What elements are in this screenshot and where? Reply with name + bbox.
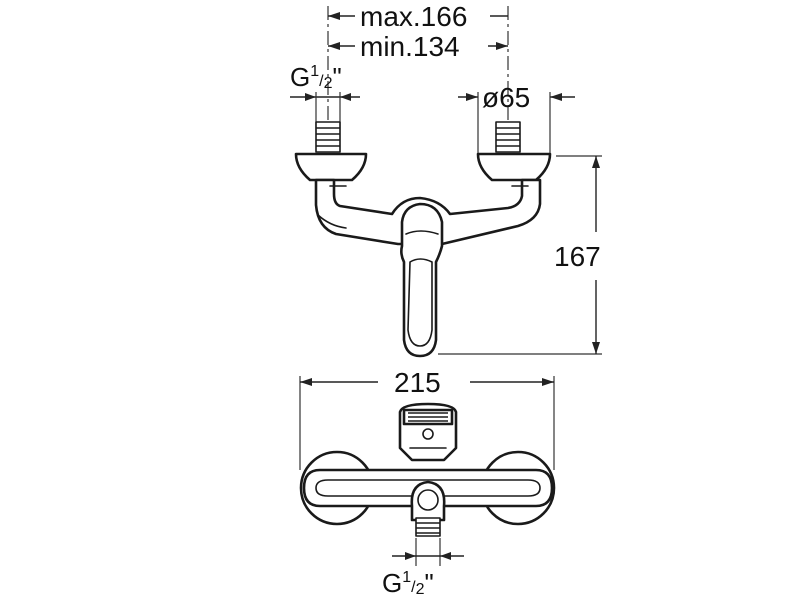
max-spacing-label: max.166: [360, 1, 467, 32]
left-flange: [294, 152, 368, 182]
right-flange: [476, 152, 552, 182]
width-label: 215: [394, 367, 441, 398]
right-inlet-thread: [495, 121, 521, 153]
max-spacing-dimension: max.166: [328, 1, 508, 32]
height-label: 167: [554, 241, 601, 272]
flange-diameter-dimension: ø65: [458, 82, 575, 155]
min-spacing-label: min.134: [360, 31, 460, 62]
min-spacing-dimension: min.134: [328, 31, 508, 62]
left-inlet-thread: [315, 121, 341, 153]
width-dimension: 215: [299, 367, 555, 470]
inlet-thread-label: G1/2": [290, 62, 342, 92]
plan-view: 215 G1/2": [299, 367, 556, 598]
flange-diameter-label: ø65: [482, 82, 530, 113]
height-dimension: 167: [438, 155, 602, 355]
inlet-thread-dimension: G1/2": [290, 62, 360, 130]
outlet-thread-label: G1/2": [382, 568, 434, 598]
outlet-thread-dimension: G1/2": [382, 538, 464, 598]
front-view: max.166 min.134 G1/2" ø65: [290, 1, 602, 358]
lever-handle: [400, 202, 444, 358]
